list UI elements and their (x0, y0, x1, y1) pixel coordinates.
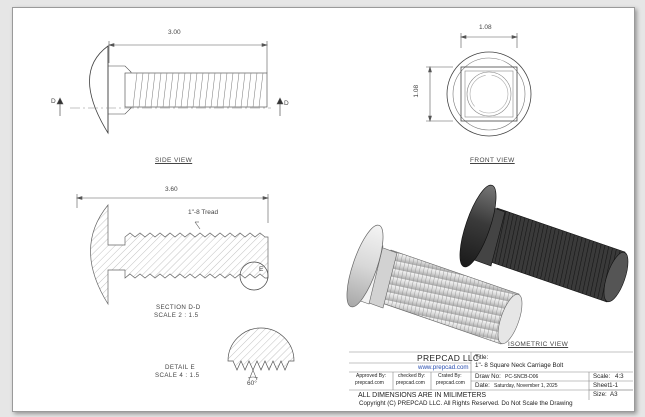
draw-no-label: Draw No: (475, 373, 501, 380)
isometric-bolt-light (346, 224, 523, 345)
created-by-value: prepcad.com (436, 380, 465, 386)
detail-view (227, 327, 295, 381)
scale-label: Scale: (593, 373, 611, 380)
title-value: 1"- 8 Square Neck Carriage Bolt (475, 362, 564, 369)
scale-value: 4:3 (615, 373, 624, 380)
isometric-bolt-dark (459, 184, 629, 303)
checked-by-label: checked By: (398, 373, 426, 379)
section-title: SECTION D-D (156, 304, 201, 311)
drawing-canvas (56, 33, 633, 400)
approved-by-label: Approved By: (356, 373, 387, 379)
drawing-sheet: 3.00 D D SIDE VIEW 1.08 1.08 FRONT VIEW … (12, 7, 635, 412)
date-value: Saturday, November 1, 2025 (494, 383, 558, 389)
draw-no-value: PC-SNCB-D06 (505, 374, 539, 380)
size-label: Size: (593, 391, 607, 398)
title-label: Title: (475, 354, 489, 361)
section-length-dimension: 3.60 (165, 186, 178, 193)
copyright-notice: Copyright (C) PREPCAD LLC. All Rights Re… (359, 400, 573, 407)
title-block-lines (349, 351, 633, 400)
company-name: PREPCAD LLC (417, 353, 480, 363)
front-width-dimension: 1.08 (479, 24, 492, 31)
thread-note: 1"-8 Tread (188, 209, 219, 216)
section-marker-left: D (51, 98, 56, 105)
created-by-label: Crated By: (438, 373, 462, 379)
isometric-view-label: ISOMETRIC VIEW (508, 341, 569, 348)
section-scale: SCALE 2 : 1.5 (154, 312, 199, 319)
date-label: Date: (475, 382, 490, 389)
sheet-number: Sheet1-1 (593, 382, 619, 389)
detail-title: DETAIL E (165, 364, 196, 371)
checked-by-value: prepcad.com (396, 380, 425, 386)
section-marker-right: D (284, 100, 289, 107)
front-view-label: FRONT VIEW (470, 157, 515, 164)
detail-scale: SCALE 4 : 1.5 (155, 372, 200, 379)
size-value: A3 (610, 391, 618, 398)
section-view (75, 194, 270, 306)
side-length-dimension: 3.00 (168, 29, 181, 36)
detail-angle: 60° (247, 380, 257, 387)
detail-marker: E (259, 266, 264, 273)
front-view (426, 33, 532, 137)
front-height-dimension: 1.08 (413, 84, 421, 98)
side-view-label: SIDE VIEW (155, 157, 193, 164)
side-view (56, 41, 284, 135)
company-url[interactable]: www.prepcad.com (418, 364, 469, 371)
approved-by-value: prepcad.com (355, 380, 384, 386)
units-note: ALL DIMENSIONS ARE IN MILIMETERS (358, 392, 487, 399)
